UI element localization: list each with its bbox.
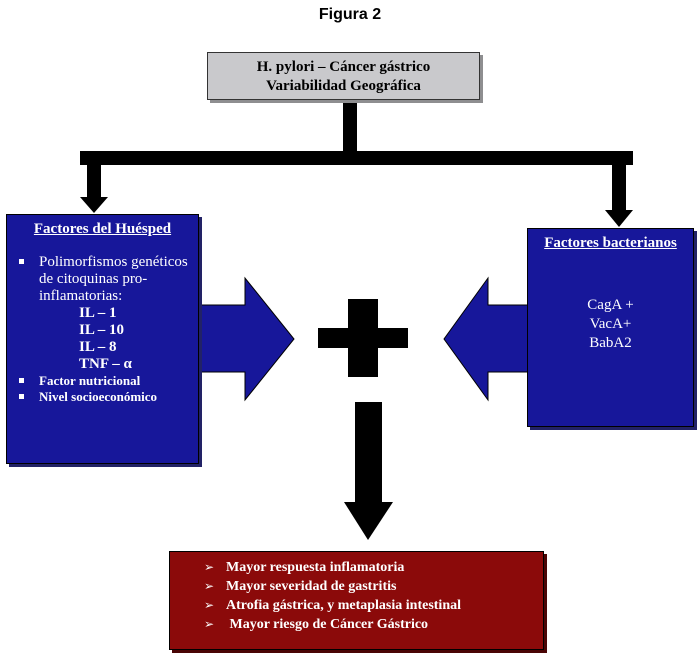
outcome-arrow-shaft	[355, 402, 382, 502]
bacterial-factors-heading: Factores bacterianos	[544, 235, 677, 251]
outcome-item-text: Atrofia gástrica, y metaplasia intestina…	[226, 598, 461, 613]
outcome-item-text: Mayor severidad de gastritis	[226, 579, 397, 594]
left-down-arrow-shaft	[87, 165, 101, 197]
list-item: CagA +	[587, 297, 634, 313]
horizontal-bar	[80, 151, 633, 165]
cytokine-sublist: IL – 1 IL – 10 IL – 8 TNF – α	[39, 305, 190, 373]
list-item: IL – 1	[79, 305, 117, 321]
host-item-text: Polimorfismos genéticos de citoquinas pr…	[39, 254, 188, 304]
bullet-square-icon	[19, 378, 24, 383]
plus-icon-horizontal	[318, 328, 408, 348]
list-item: Factor nutricional	[15, 373, 190, 389]
chevron-right-icon: ➢	[204, 617, 215, 631]
outcome-item-text: Mayor respuesta inflamatoria	[226, 560, 405, 575]
list-item: Polimorfismos genéticos de citoquinas pr…	[15, 254, 190, 373]
left-down-arrow-head	[80, 197, 108, 213]
top-box-line2: Variabilidad Geográfica	[266, 78, 421, 94]
bullet-square-icon	[19, 259, 24, 264]
bacterial-block-arrow	[443, 276, 530, 402]
bacterial-factors-box: Factores bacterianos CagA + VacA+ BabA2	[527, 228, 694, 427]
host-item-text: Nivel socioeconómico	[39, 389, 158, 404]
right-down-arrow-shaft	[612, 165, 626, 211]
top-stem	[343, 103, 357, 153]
host-item-text: Factor nutricional	[39, 373, 141, 388]
outcome-list: ➢ Mayor respuesta inflamatoria ➢ Mayor sev…	[204, 558, 543, 634]
outcome-item-text: Mayor riesgo de Cáncer Gástrico	[226, 617, 429, 632]
list-item: ➢ Mayor riesgo de Cáncer Gástrico	[204, 615, 543, 634]
outcome-box: ➢ Mayor respuesta inflamatoria ➢ Mayor sev…	[169, 551, 544, 650]
chevron-right-icon: ➢	[204, 598, 215, 612]
bullet-square-icon	[19, 394, 24, 399]
chevron-right-icon: ➢	[204, 560, 215, 574]
host-block-arrow	[196, 276, 295, 402]
list-item: IL – 10	[79, 322, 125, 338]
right-down-arrow-head	[605, 210, 633, 227]
top-box: H. pylori – Cáncer gástrico Variabilidad…	[207, 52, 480, 100]
chevron-right-icon: ➢	[204, 579, 215, 593]
host-factors-box: Factores del Huésped Polimorfismos genét…	[6, 214, 199, 464]
host-factors-list: Polimorfismos genéticos de citoquinas pr…	[15, 254, 190, 405]
figure-title: Figura 2	[318, 6, 382, 23]
host-factors-heading: Factores del Huésped	[33, 221, 172, 237]
outcome-arrow-head	[344, 502, 393, 540]
bacterial-factors-list: CagA + VacA+ BabA2	[536, 296, 685, 353]
list-item: Nivel socioeconómico	[15, 389, 190, 405]
list-item: ➢ Mayor respuesta inflamatoria	[204, 558, 543, 577]
list-item: TNF – α	[79, 356, 132, 372]
list-item: ➢ Mayor severidad de gastritis	[204, 577, 543, 596]
list-item: ➢ Atrofia gástrica, y metaplasia intestin…	[204, 596, 543, 615]
list-item: BabA2	[589, 335, 632, 351]
top-box-line1: H. pylori – Cáncer gástrico	[256, 59, 431, 75]
list-item: IL – 8	[79, 339, 117, 355]
list-item: VacA+	[589, 316, 632, 332]
